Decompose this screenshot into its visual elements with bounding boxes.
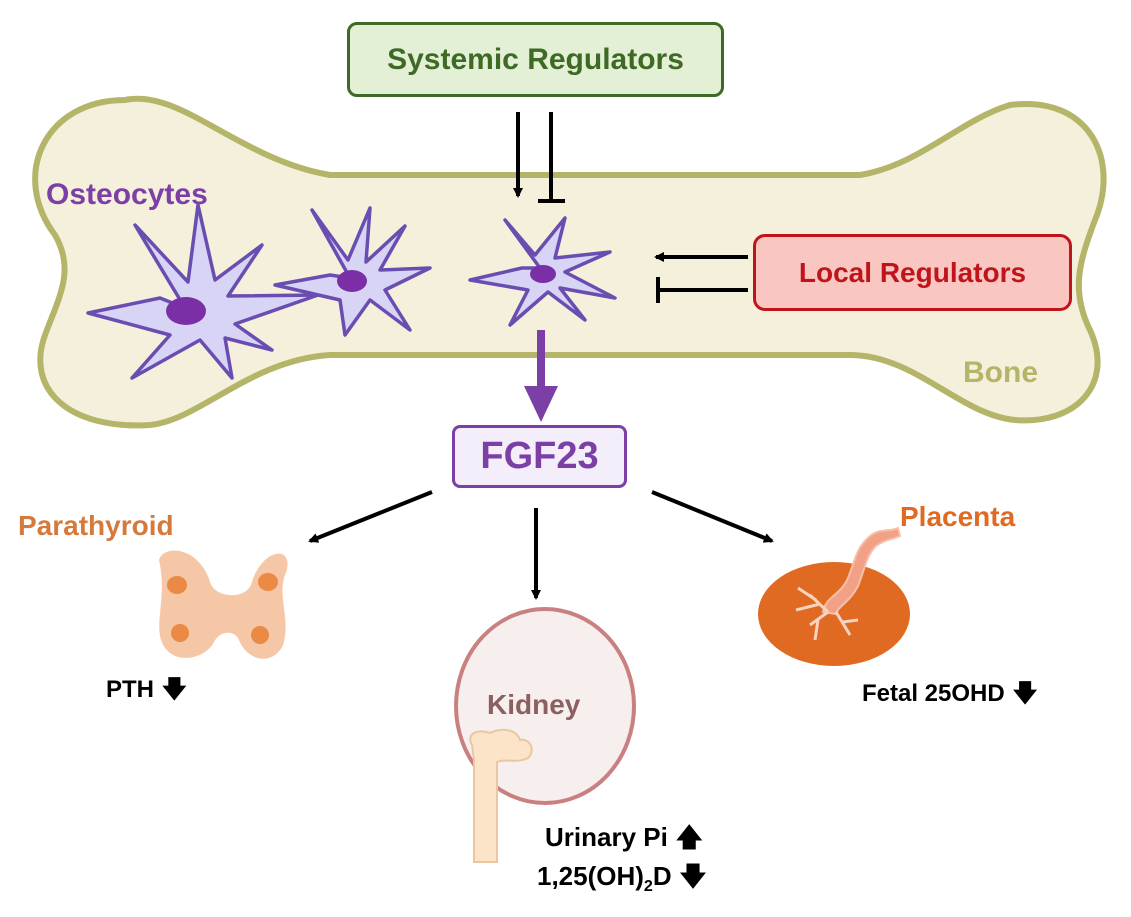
arrow-to-parathyroid (308, 490, 433, 543)
osteocyte-cell-1 (86, 203, 320, 380)
parathyroid-label: Parathyroid (18, 510, 174, 541)
fetal-25ohd-effect: Fetal 25OHD 🡇 (862, 676, 1037, 717)
vitamin-d-suffix: D (652, 861, 672, 891)
osteocyte-cell-2 (273, 206, 432, 337)
bone-label: Bone (963, 356, 1038, 389)
arrow-to-placenta (651, 490, 774, 543)
kidney-label: Kidney (487, 689, 581, 720)
parathyroid-gland (158, 550, 288, 659)
osteocyte-nucleus (166, 297, 206, 325)
local-regulators-label: Local Regulators (798, 256, 1027, 288)
down-arrow-icon: 🡇 (679, 862, 707, 892)
pth-effect: PTH 🡇 (106, 672, 187, 713)
osteocytes-label: Osteocytes (46, 178, 208, 211)
systemic-regulators-box: Systemic Regulators (347, 22, 724, 97)
osteocyte-cell-3 (468, 216, 617, 327)
urinary-pi-label: Urinary Pi (545, 822, 668, 852)
down-arrow-icon: 🡇 (162, 675, 187, 703)
urinary-pi-effect: Urinary Pi🡅 (545, 819, 703, 863)
systemic-regulators-label: Systemic Regulators (387, 42, 684, 76)
down-arrow-icon: 🡇 (1012, 679, 1038, 707)
fetal-25ohd-label: Fetal 25OHD (862, 680, 1005, 707)
fgf23-box: FGF23 (452, 425, 627, 488)
up-arrow-icon: 🡅 (675, 823, 703, 853)
osteocyte-nucleus (337, 270, 367, 292)
pth-label: PTH (106, 676, 154, 703)
local-regulators-box: Local Regulators (753, 234, 1072, 311)
fgf23-production-arrowhead (524, 386, 558, 422)
vitamin-d-effect: 1,25(OH)2D🡇 (537, 858, 706, 902)
kidney-organ (454, 607, 636, 863)
osteocyte-nucleus (530, 265, 556, 283)
placenta-organ (758, 526, 910, 666)
vitamin-d-subscript: 2 (643, 877, 653, 896)
vitamin-d-prefix: 1,25(OH) (537, 861, 644, 891)
fgf23-label: FGF23 (480, 435, 599, 477)
placenta-label: Placenta (900, 501, 1016, 532)
